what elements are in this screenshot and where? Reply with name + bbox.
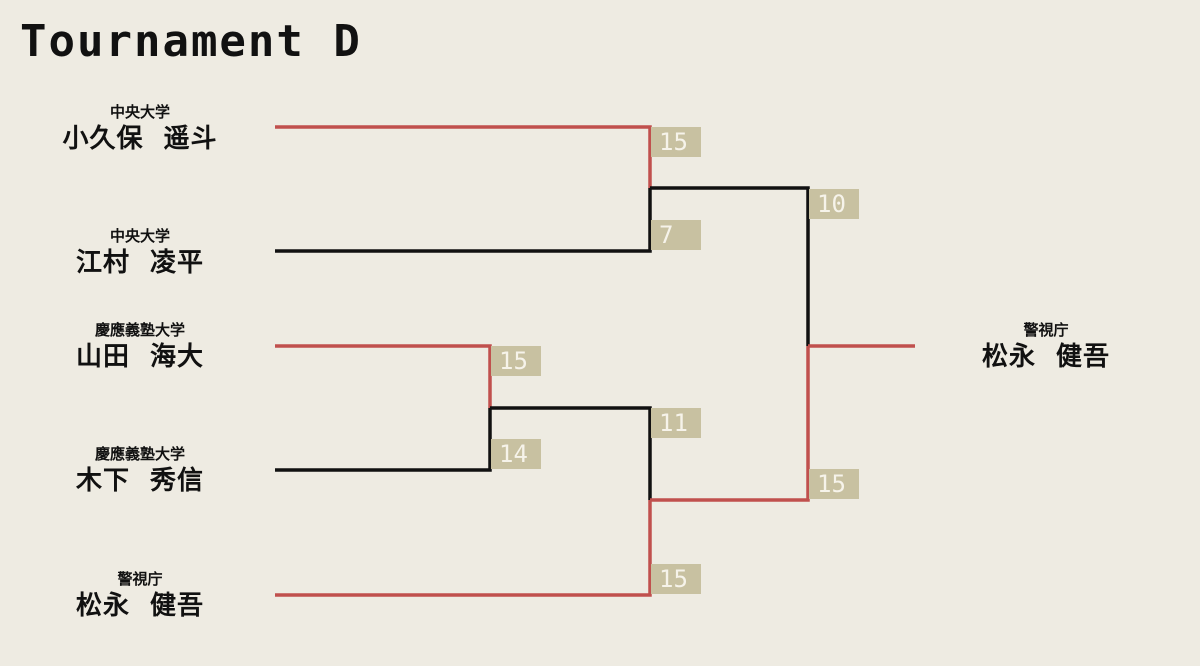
player-name: 木下 秀信 <box>75 466 205 496</box>
team-name: 中央大学 <box>109 227 170 245</box>
bracket-line-player5 <box>275 500 652 597</box>
champion-entry: 警視庁 松永 健吾 <box>936 320 1156 374</box>
bracket-line-player3 <box>275 344 492 408</box>
score-badge: 10 <box>809 189 859 219</box>
bracket-line-player2 <box>275 188 652 253</box>
score-badge: 15 <box>651 564 701 594</box>
team-name: 慶應義塾大学 <box>94 321 185 339</box>
bracket-line-final-bot <box>650 346 810 502</box>
bracket-line-final-top <box>650 186 810 346</box>
player-name: 江村 凌平 <box>75 248 205 278</box>
bracket-line-player4 <box>275 408 492 472</box>
score-badge: 15 <box>809 469 859 499</box>
player-entry: 慶應義塾大学 山田 海大 <box>30 320 250 374</box>
player-name: 山田 海大 <box>75 342 205 372</box>
bracket-line-semi-top <box>490 406 652 500</box>
player-entry: 慶應義塾大学 木下 秀信 <box>30 444 250 498</box>
player-name: 小久保 遥斗 <box>62 124 218 154</box>
score-badge: 11 <box>651 408 701 438</box>
player-entry: 中央大学 江村 凌平 <box>30 226 250 280</box>
team-name: 慶應義塾大学 <box>94 445 185 463</box>
player-entry: 警視庁 松永 健吾 <box>30 569 250 623</box>
player-name: 松永 健吾 <box>75 591 205 621</box>
page-title: Tournament D <box>20 16 362 67</box>
champion-name: 松永 健吾 <box>981 342 1111 372</box>
bracket-line-player1 <box>275 125 652 188</box>
score-badge: 15 <box>491 346 541 376</box>
champion-team: 警視庁 <box>1023 321 1069 339</box>
score-badge: 14 <box>491 439 541 469</box>
team-name: 中央大学 <box>109 103 170 121</box>
score-badge: 15 <box>651 127 701 157</box>
player-entry: 中央大学 小久保 遥斗 <box>30 102 250 156</box>
score-badge: 7 <box>651 220 701 250</box>
team-name: 警視庁 <box>117 570 163 588</box>
